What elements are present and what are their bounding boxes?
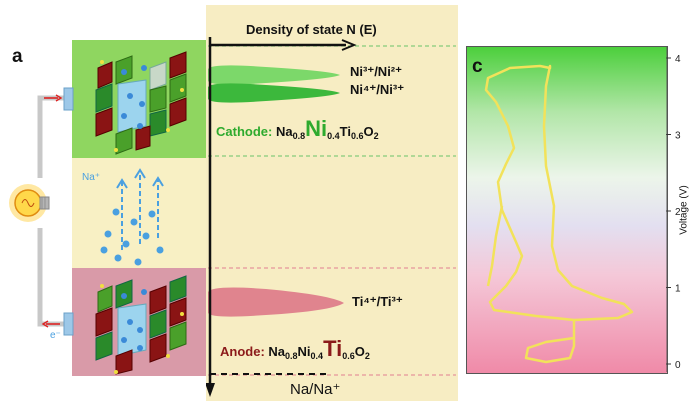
voltage-tick-label: 0 xyxy=(675,360,681,371)
electron-label-bottom: e⁻ xyxy=(50,330,61,341)
panel-c-label: c xyxy=(472,56,483,77)
curve-segment xyxy=(486,205,504,287)
cathode-ti: Ti xyxy=(339,124,351,139)
battery-schematic xyxy=(9,51,187,375)
cathode-ni-sub: 0.4 xyxy=(327,131,340,141)
sodium-ion-migration xyxy=(100,168,164,266)
cathode-o-sub: 2 xyxy=(373,131,379,141)
dos-diagram xyxy=(206,37,456,397)
dos-axis-arrowhead xyxy=(341,39,357,51)
arrow-top xyxy=(55,94,63,102)
anode-na: Na xyxy=(268,344,286,359)
wire-bottom xyxy=(37,228,66,327)
anode-ni-sub: 0.4 xyxy=(310,351,324,361)
cathode-ti-sub: 0.6 xyxy=(350,131,364,141)
panel-a-label: a xyxy=(12,46,23,67)
dos-lobe-ti xyxy=(208,287,344,317)
anode-ti: Ti xyxy=(323,336,343,361)
anode-ti-sub: 0.6 xyxy=(342,351,355,361)
anode-o-sub: 2 xyxy=(364,351,370,361)
current-collector-bottom xyxy=(63,312,74,336)
curve-low-voltage-loop xyxy=(524,320,576,364)
wire-top xyxy=(37,95,66,178)
na-reference-label: Na/Na⁺ xyxy=(290,381,341,398)
energy-axis-arrowhead xyxy=(206,383,215,397)
voltage-curve-plot xyxy=(484,64,634,364)
anode-lattice xyxy=(95,275,187,375)
cathode-o: O xyxy=(363,124,374,139)
dos-lobe-ni-upper xyxy=(208,65,340,85)
ni-upper-couple: Ni³⁺/Ni²⁺ xyxy=(350,64,402,79)
voltage-tick-label: 1 xyxy=(675,284,681,295)
charge-discharge-curve xyxy=(484,64,634,322)
cathode-na: Na xyxy=(275,124,293,139)
ni-lower-couple: Ni⁴⁺/Ni³⁺ xyxy=(350,82,405,97)
voltage-axis: 0 1 2 3 4 xyxy=(666,46,681,372)
cathode-na-sub: 0.8 xyxy=(292,131,306,141)
na-ion-label: Na⁺ xyxy=(82,172,101,183)
voltage-tick-label: 3 xyxy=(675,131,681,142)
cathode-formula: Cathode: Na0.8Ni0.4Ti0.6O2 xyxy=(216,116,379,142)
dos-axis-title: Density of state N (E) xyxy=(246,22,377,37)
anode-o: O xyxy=(354,344,365,359)
voltage-axis-label: Voltage (V) xyxy=(678,185,690,235)
current-collector-top xyxy=(63,87,74,111)
anode-na-sub: 0.8 xyxy=(285,351,298,361)
cathode-label: Cathode: xyxy=(216,124,273,139)
dos-lobe-ni-lower xyxy=(208,83,340,103)
ti-couple: Ti⁴⁺/Ti³⁺ xyxy=(352,294,403,309)
anode-ni: Ni xyxy=(297,344,311,359)
anode-label: Anode: xyxy=(220,344,265,359)
cathode-lattice xyxy=(95,51,187,155)
anode-formula: Anode: Na0.8Ni0.4Ti0.6O2 xyxy=(220,336,370,362)
voltage-tick-label: 4 xyxy=(675,54,681,65)
arrow-bottom xyxy=(41,320,49,328)
cathode-ni: Ni xyxy=(305,116,328,141)
voltage-tick-label: 2 xyxy=(675,207,681,218)
light-bulb-icon xyxy=(9,184,50,222)
